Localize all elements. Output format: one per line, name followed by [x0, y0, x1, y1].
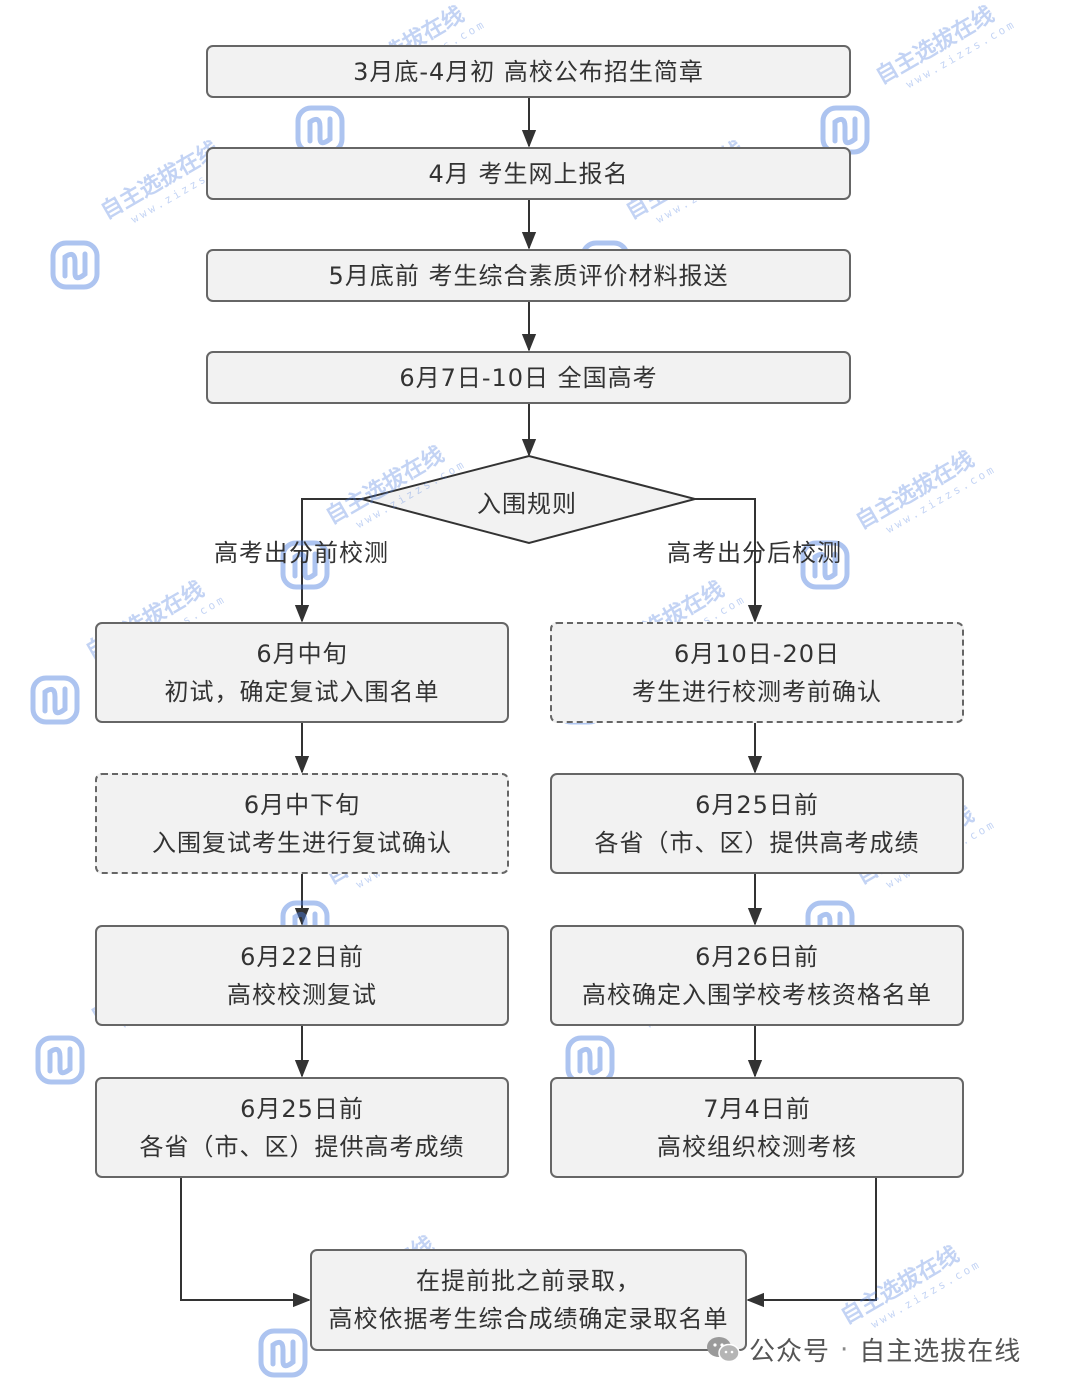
branch-label-right: 高考出分后校测: [667, 539, 842, 567]
step-text: 初试，确定复试入围名单: [164, 677, 440, 706]
step-date: 6月10日-20日: [673, 639, 840, 668]
wechat-icon: [707, 1336, 740, 1362]
final-line-2: 高校依据考生综合成绩确定录取名单: [328, 1305, 729, 1333]
step-text: 高校组织校测考核: [657, 1132, 857, 1161]
step-text: 5月底前 考生综合素质评价材料报送: [328, 261, 729, 290]
arrow-left-final: [180, 1177, 311, 1308]
step-text: 6月7日-10日 全国高考: [399, 363, 658, 392]
footer-separator: ·: [840, 1334, 850, 1365]
step-date: 6月25日前: [240, 1094, 364, 1123]
step-date: 6月22日前: [240, 942, 364, 971]
final-admission: 在提前批之前录取， 高校依据考生综合成绩确定录取名单: [310, 1249, 747, 1351]
step-date: 6月中旬: [256, 639, 348, 668]
step-date: 6月中下旬: [243, 790, 361, 819]
right-step-assessment: 7月4日前 高校组织校测考核: [550, 1077, 964, 1178]
left-step-confirm: 6月中下旬 入围复试考生进行复试确认: [95, 773, 509, 874]
step-date: 6月25日前: [695, 790, 819, 819]
footer-platform: 公众号: [749, 1337, 831, 1367]
final-line-1: 在提前批之前录取，: [416, 1267, 641, 1295]
step-gaokao: 6月7日-10日 全国高考: [206, 351, 851, 404]
right-step-scores: 6月25日前 各省（市、区）提供高考成绩: [550, 773, 964, 874]
right-step-qualification-list: 6月26日前 高校确定入围学校考核资格名单: [550, 925, 964, 1026]
step-text: 3月底-4月初 高校公布招生简章: [353, 57, 704, 86]
wechat-attribution: 公众号 · 自主选拔在线: [705, 1331, 1021, 1368]
arrow-right-final: [746, 1177, 877, 1308]
step-text: 入围复试考生进行复试确认: [152, 828, 452, 857]
branch-label-left: 高考出分前校测: [214, 539, 389, 567]
left-step-preliminary: 6月中旬 初试，确定复试入围名单: [95, 622, 509, 723]
step-online-registration: 4月 考生网上报名: [206, 147, 851, 200]
footer-account: 自主选拔在线: [859, 1337, 1022, 1367]
arrow-decision-left: [294, 498, 362, 623]
step-text: 各省（市、区）提供高考成绩: [594, 828, 920, 857]
step-text: 高校校测复试: [227, 980, 377, 1009]
decision-label: 入围规则: [477, 490, 577, 518]
left-step-scores: 6月25日前 各省（市、区）提供高考成绩: [95, 1077, 509, 1178]
left-step-retest: 6月22日前 高校校测复试: [95, 925, 509, 1026]
step-text: 4月 考生网上报名: [428, 159, 629, 188]
step-text: 各省（市、区）提供高考成绩: [139, 1132, 465, 1161]
step-text: 考生进行校测考前确认: [632, 677, 882, 706]
decision-diamond: [358, 454, 699, 545]
step-date: 6月26日前: [695, 942, 819, 971]
step-date: 7月4日前: [703, 1094, 811, 1123]
step-submit-materials: 5月底前 考生综合素质评价材料报送: [206, 249, 851, 302]
step-text: 高校确定入围学校考核资格名单: [582, 980, 932, 1009]
step-publish-brochure: 3月底-4月初 高校公布招生简章: [206, 45, 851, 98]
right-step-confirm: 6月10日-20日 考生进行校测考前确认: [550, 622, 964, 723]
arrow-decision-right: [695, 498, 763, 623]
